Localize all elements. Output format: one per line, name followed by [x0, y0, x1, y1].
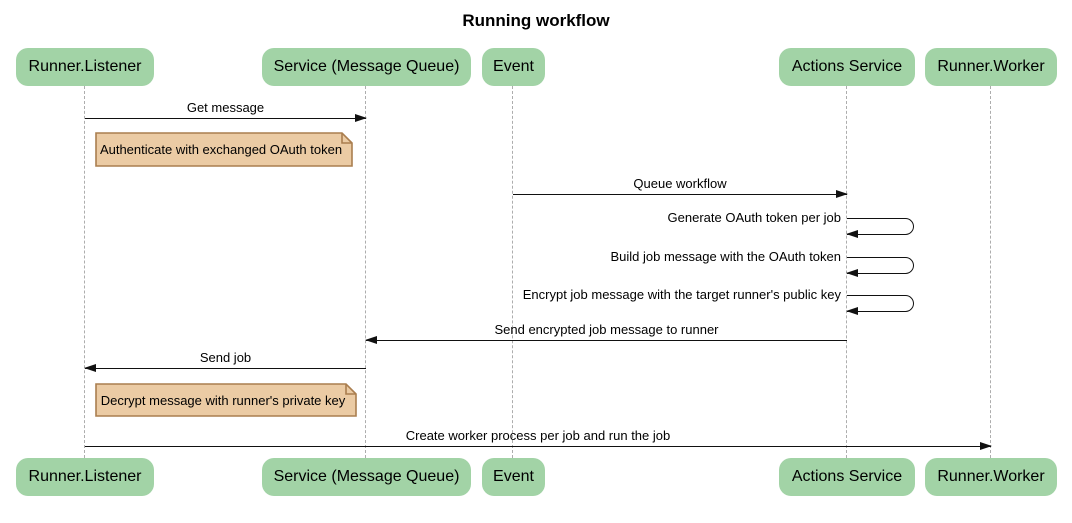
arrowhead-left-icon [365, 336, 377, 345]
arrowhead-right-icon [836, 190, 848, 199]
actor-bottom-service-message-queue: Service (Message Queue) [262, 458, 471, 496]
note-shape [95, 132, 353, 167]
actor-label: Service (Message Queue) [273, 468, 460, 485]
arrowhead-left-icon [84, 364, 96, 373]
message-label: Send job [199, 350, 252, 365]
arrowhead-right-icon [980, 442, 992, 451]
actor-label: Event [493, 58, 534, 75]
actor-top-runner-worker: Runner.Worker [925, 48, 1057, 86]
message-line [85, 118, 366, 119]
lifeline-runner-listener [84, 86, 85, 458]
arrowhead-left-icon [846, 268, 858, 277]
note-shape [95, 383, 357, 417]
message-line [85, 446, 991, 447]
message-label: Create worker process per job and run th… [405, 428, 671, 443]
self-message-loop-encrypt-job-message [846, 295, 914, 315]
message-label: Queue workflow [633, 176, 727, 191]
actor-label: Service (Message Queue) [273, 58, 460, 75]
actor-bottom-runner-worker: Runner.Worker [925, 458, 1057, 496]
actor-label: Runner.Worker [937, 468, 1045, 485]
diagram-title: Running workflow [462, 11, 610, 30]
arrowhead-left-icon [846, 229, 858, 238]
note-label: Decrypt message with runner's private ke… [100, 392, 346, 408]
actor-label: Runner.Listener [28, 58, 142, 75]
actor-label: Event [493, 468, 534, 485]
actor-top-runner-listener: Runner.Listener [16, 48, 154, 86]
message-label: Get message [186, 100, 265, 115]
lifeline-runner-worker [990, 86, 991, 458]
message-line [513, 194, 847, 195]
actor-bottom-event: Event [482, 458, 545, 496]
note-authenticate-oauth: Authenticate with exchanged OAuth token [95, 132, 353, 167]
actor-label: Actions Service [791, 468, 903, 485]
actor-top-actions-service: Actions Service [779, 48, 915, 86]
message-label: Send encrypted job message to runner [494, 322, 719, 337]
self-message-loop-generate-oauth [846, 218, 914, 238]
self-message-label-build-job-message: Build job message with the OAuth token [610, 249, 841, 264]
actor-bottom-actions-service: Actions Service [779, 458, 915, 496]
note-decrypt-private-key: Decrypt message with runner's private ke… [95, 383, 357, 417]
note-label: Authenticate with exchanged OAuth token [99, 142, 343, 157]
actor-label: Runner.Listener [28, 468, 142, 485]
self-message-label-generate-oauth: Generate OAuth token per job [667, 210, 841, 225]
arrowhead-left-icon [846, 306, 858, 315]
arrowhead-right-icon [355, 114, 367, 123]
message-line [366, 340, 847, 341]
actor-top-event: Event [482, 48, 545, 86]
lifeline-service-message-queue [365, 86, 366, 458]
self-message-label-encrypt-job-message: Encrypt job message with the target runn… [522, 287, 841, 302]
message-line [85, 368, 366, 369]
actor-label: Actions Service [791, 58, 903, 75]
self-message-loop-build-job-message [846, 257, 914, 277]
lifeline-event [512, 86, 513, 458]
actor-label: Runner.Worker [937, 58, 1045, 75]
actor-bottom-runner-listener: Runner.Listener [16, 458, 154, 496]
actor-top-service-message-queue: Service (Message Queue) [262, 48, 471, 86]
